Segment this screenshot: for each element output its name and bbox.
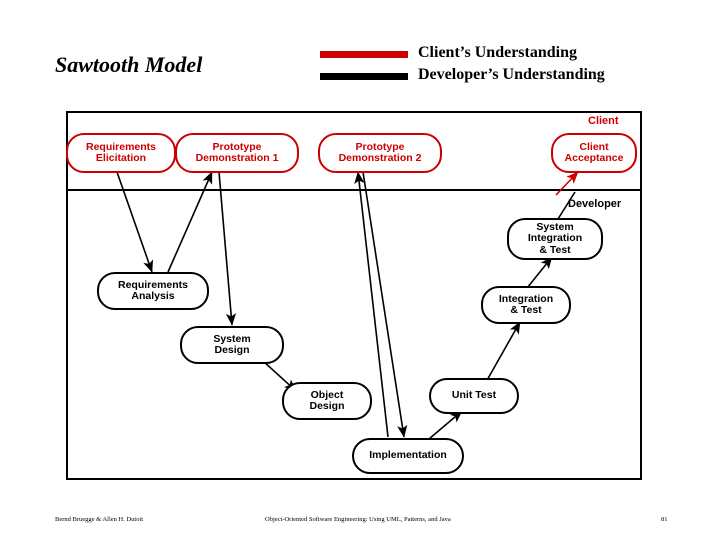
- node-object-design[interactable]: Object Design: [282, 382, 372, 420]
- footer-page-number: 81: [661, 516, 668, 523]
- node-client-acceptance[interactable]: Client Acceptance: [551, 133, 637, 173]
- node-requirements-analysis[interactable]: Requirements Analysis: [97, 272, 209, 310]
- node-implementation[interactable]: Implementation: [352, 438, 464, 474]
- legend-label-developer: Developer’s Understanding: [418, 66, 605, 83]
- footer-authors: Bernd Bruegge & Allen H. Dutoit: [55, 516, 144, 523]
- node-system-design[interactable]: System Design: [180, 326, 284, 364]
- line-swatch-black-icon: [320, 73, 408, 80]
- page-title: Sawtooth Model: [55, 52, 203, 77]
- legend-label-client: Client’s Understanding: [418, 44, 577, 61]
- node-integration-test[interactable]: Integration & Test: [481, 286, 571, 324]
- diagram-frame: [66, 111, 642, 480]
- node-unit-test[interactable]: Unit Test: [429, 378, 519, 414]
- legend: Client’s Understanding Developer’s Under…: [320, 44, 650, 90]
- zone-label-client: Client: [588, 115, 619, 127]
- node-system-integration-test[interactable]: System Integration & Test: [507, 218, 603, 260]
- zone-label-developer: Developer: [568, 198, 622, 210]
- footer-book-title: Object-Oriented Software Engineering: Us…: [265, 516, 451, 523]
- node-prototype-demonstration-2[interactable]: Prototype Demonstration 2: [318, 133, 442, 173]
- node-requirements-elicitation[interactable]: Requirements Elicitation: [66, 133, 176, 173]
- line-swatch-red-icon: [320, 51, 408, 58]
- client-developer-divider: [66, 189, 642, 191]
- node-prototype-demonstration-1[interactable]: Prototype Demonstration 1: [175, 133, 299, 173]
